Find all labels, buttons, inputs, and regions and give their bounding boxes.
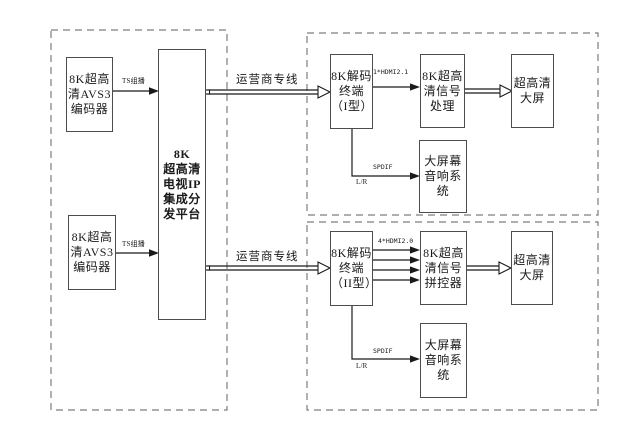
decoder-type1-box: 8K解码 终端 （I型） (330, 54, 373, 129)
audio-system-top-label: 大屏幕 音响系 统 (424, 154, 462, 198)
signal-splicer-box: 8K超高 清信号 拼控器 (420, 231, 467, 305)
uhd-screen-bottom-label: 超高清 大屏 (513, 253, 551, 282)
signal-processor-label: 8K超高 清信号 处理 (422, 68, 463, 113)
hdmi-bottom-arrowhead2 (410, 256, 420, 264)
audio-system-top-box: 大屏幕 音响系 统 (419, 140, 467, 213)
carrier-bottom-start-marker (204, 265, 211, 271)
spdif-top-arrowhead (410, 172, 420, 180)
carrier-top-open-arrowhead (317, 85, 332, 99)
encoder-bottom-label: 8K超高 清AVS3 编码器 (70, 230, 114, 274)
hdmi-bottom-arrowhead4 (410, 276, 420, 284)
type2-group-frame (306, 221, 599, 411)
ip-platform-label: 8K 超高清 电视IP 集成分 发平台 (162, 147, 201, 221)
ip-platform-box: 8K 超高清 电视IP 集成分 发平台 (158, 49, 206, 320)
uhd-screen-top-box: 超高清 大屏 (511, 54, 554, 128)
headend-group-frame (50, 29, 228, 411)
uhd-screen-top-label: 超高清 大屏 (513, 76, 552, 105)
spdif-bottom-arrowhead (410, 355, 420, 363)
encoder-top-box: 8K超高 清AVS3 编码器 (66, 57, 113, 132)
encoder-bottom-box: 8K超高 清AVS3 编码器 (68, 215, 116, 290)
carrier-top-start-marker (204, 89, 211, 95)
carrier-line-bottom-label: 运营商专线 (236, 251, 299, 264)
hdmi-top-arrowhead (410, 83, 420, 91)
carrier-line-top-label: 运营商专线 (236, 74, 299, 87)
audio-system-bottom-label: 大屏幕 音响系 统 (424, 338, 463, 382)
encoder-top-label: 8K超高 清AVS3 编码器 (68, 72, 111, 116)
splicer-screen-open-arrowhead (498, 261, 513, 275)
carrier-bottom-open-arrowhead (317, 261, 332, 275)
lr-top-label: L/R (356, 178, 368, 187)
type1-group-frame (306, 32, 599, 216)
decoder-type2-label: 8K解码 终端 （II型） (331, 246, 378, 290)
signal-processor-box: 8K超高 清信号 处理 (420, 54, 465, 128)
decoder-type1-label: 8K解码 终端 （I型） (331, 69, 373, 113)
spdif-top-label: SPDIF (373, 163, 393, 172)
hdmi-bottom-label: 4*HDMI2.0 (378, 237, 414, 246)
uhd-screen-bottom-box: 超高清 大屏 (511, 231, 553, 305)
ts-bottom-arrowhead (149, 249, 159, 257)
hdmi-bottom-arrowhead3 (410, 266, 420, 274)
spdif-top-elbow (351, 129, 411, 177)
spdif-bottom-label: SPDIF (373, 347, 393, 356)
audio-system-bottom-box: 大屏幕 音响系 统 (420, 323, 467, 398)
hdmi-bottom-arrowhead1 (410, 246, 420, 254)
ts-bottom-label: TS组播 (122, 240, 145, 249)
spdif-bottom-elbow (351, 306, 411, 360)
ts-top-label: TS组播 (122, 77, 145, 86)
lr-bottom-label: L/R (356, 362, 368, 371)
proc-screen-open-arrowhead (499, 84, 514, 98)
signal-splicer-label: 8K超高 清信号 拼控器 (423, 245, 464, 290)
decoder-type2-box: 8K解码 终端 （II型） (330, 231, 378, 306)
hdmi-top-label: 1*HDMI2.1 (373, 68, 409, 77)
ts-top-arrowhead (149, 87, 159, 95)
